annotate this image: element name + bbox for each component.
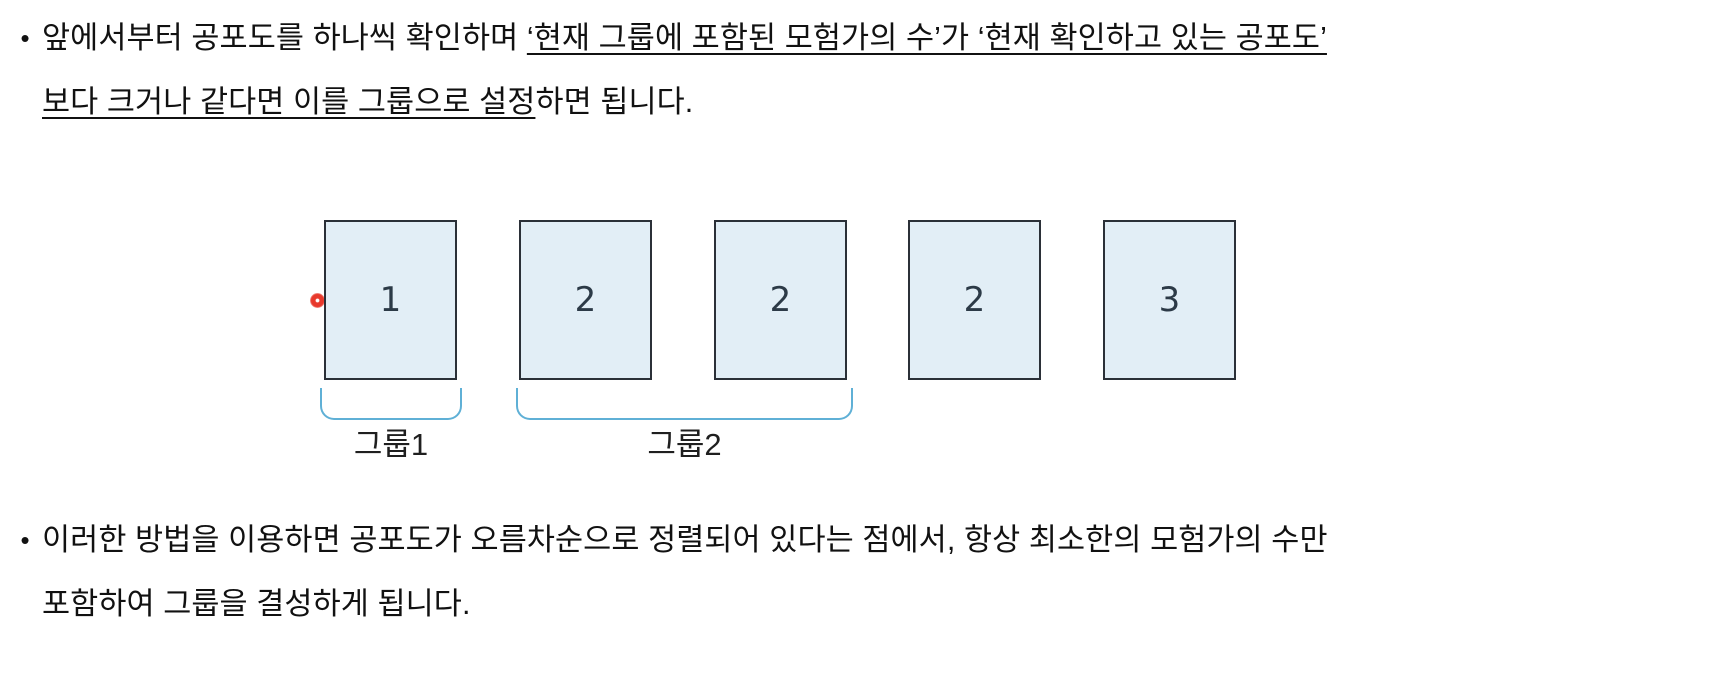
group-bracket xyxy=(320,388,462,420)
bullet-marker: • xyxy=(20,23,30,53)
group-label: 그룹1 xyxy=(353,427,429,462)
fear-box-value: 2 xyxy=(963,280,986,320)
bullet-text-body: 이러한 방법을 이용하면 공포도가 오름차순으로 정렬되어 있다는 점에서, 항… xyxy=(42,508,1724,636)
bullet-rule-description: • 앞에서부터 공포도를 하나씩 확인하며 ‘현재 그룹에 포함된 모험가의 수… xyxy=(8,6,1724,134)
fear-level-grouping-diagram: 1 2 2 2 3 그룹1 그룹2 xyxy=(0,140,1728,480)
mouse-cursor-dot xyxy=(310,293,325,308)
fear-box[interactable]: 2 xyxy=(519,220,652,380)
fear-box[interactable]: 1 xyxy=(324,220,457,380)
paragraph-line: 이러한 방법을 이용하면 공포도가 오름차순으로 정렬되어 있다는 점에서, 항… xyxy=(42,523,1328,557)
text-segment: 하면 됩니다. xyxy=(535,85,694,119)
fear-box-value: 2 xyxy=(574,280,597,320)
fear-box[interactable]: 2 xyxy=(908,220,1041,380)
fear-box-value: 2 xyxy=(769,280,792,320)
fear-box[interactable]: 2 xyxy=(714,220,847,380)
group-label: 그룹2 xyxy=(647,427,722,462)
fear-box-value: 1 xyxy=(379,280,402,320)
fear-box-value: 3 xyxy=(1158,280,1181,320)
text-segment-underlined: 보다 크거나 같다면 이를 그룹으로 설정 xyxy=(42,85,536,119)
fear-box[interactable]: 3 xyxy=(1103,220,1236,380)
bullet-conclusion: • 이러한 방법을 이용하면 공포도가 오름차순으로 정렬되어 있다는 점에서,… xyxy=(8,508,1724,636)
paragraph-line: 보다 크거나 같다면 이를 그룹으로 설정하면 됩니다. xyxy=(42,70,1724,134)
bullet-text-body: 앞에서부터 공포도를 하나씩 확인하며 ‘현재 그룹에 포함된 모험가의 수’가… xyxy=(42,6,1724,134)
paragraph-line: 포함하여 그룹을 결성하게 됩니다. xyxy=(42,587,471,621)
paragraph-line: 앞에서부터 공포도를 하나씩 확인하며 ‘현재 그룹에 포함된 모험가의 수’가… xyxy=(42,6,1724,70)
bullet-marker: • xyxy=(20,525,30,555)
group-bracket xyxy=(516,388,853,420)
text-segment-underlined: ‘현재 그룹에 포함된 모험가의 수’가 ‘현재 확인하고 있는 공포도’ xyxy=(526,21,1327,55)
text-segment: 앞에서부터 공포도를 하나씩 확인하며 xyxy=(42,21,527,55)
